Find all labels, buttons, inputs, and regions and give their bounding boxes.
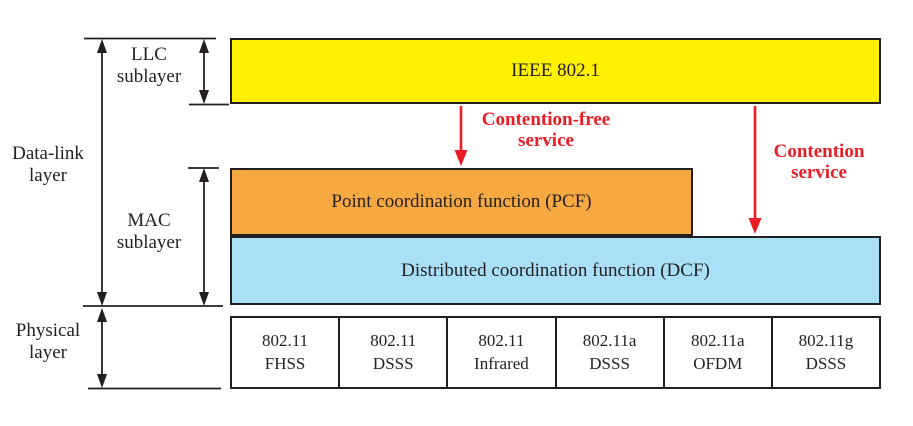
llc-sublayer-box: IEEE 802.1	[230, 38, 881, 104]
llc-span-arrow-icon	[199, 39, 209, 104]
pcf-box-label: Point coordination function (PCF)	[331, 191, 592, 212]
physical-layer-row: 802.11 FHSS 802.11 DSSS 802.11 Infrared …	[230, 316, 882, 389]
physical-layer-label: Physical layer	[15, 320, 81, 363]
phy-cell-a-dsss: 802.11a DSSS	[554, 316, 665, 389]
llc-sublayer-box-label: IEEE 802.1	[511, 60, 600, 81]
physical-span-arrow-icon	[97, 308, 107, 388]
data-link-layer-label: Data-link layer	[12, 143, 84, 186]
phy-cell-dsss: 802.11 DSSS	[338, 316, 449, 389]
contention-free-service-label: Contention-free service	[481, 109, 611, 151]
phy-cell-g-dsss: 802.11g DSSS	[770, 316, 882, 389]
contention-service-label: Contention service	[773, 141, 865, 183]
phy-cell-fhss: 802.11 FHSS	[230, 316, 341, 389]
mac-span-arrow-icon	[199, 168, 209, 306]
phy-cell-infrared: 802.11 Infrared	[446, 316, 557, 389]
mac-sublayer-label: MAC sublayer	[116, 210, 182, 253]
dcf-box-label: Distributed coordination function (DCF)	[401, 259, 710, 281]
llc-sublayer-label: LLC sublayer	[116, 44, 182, 87]
pcf-box: Point coordination function (PCF)	[230, 168, 693, 236]
phy-cell-a-ofdm: 802.11a OFDM	[662, 316, 773, 389]
dcf-box: Distributed coordination function (DCF)	[230, 236, 881, 305]
